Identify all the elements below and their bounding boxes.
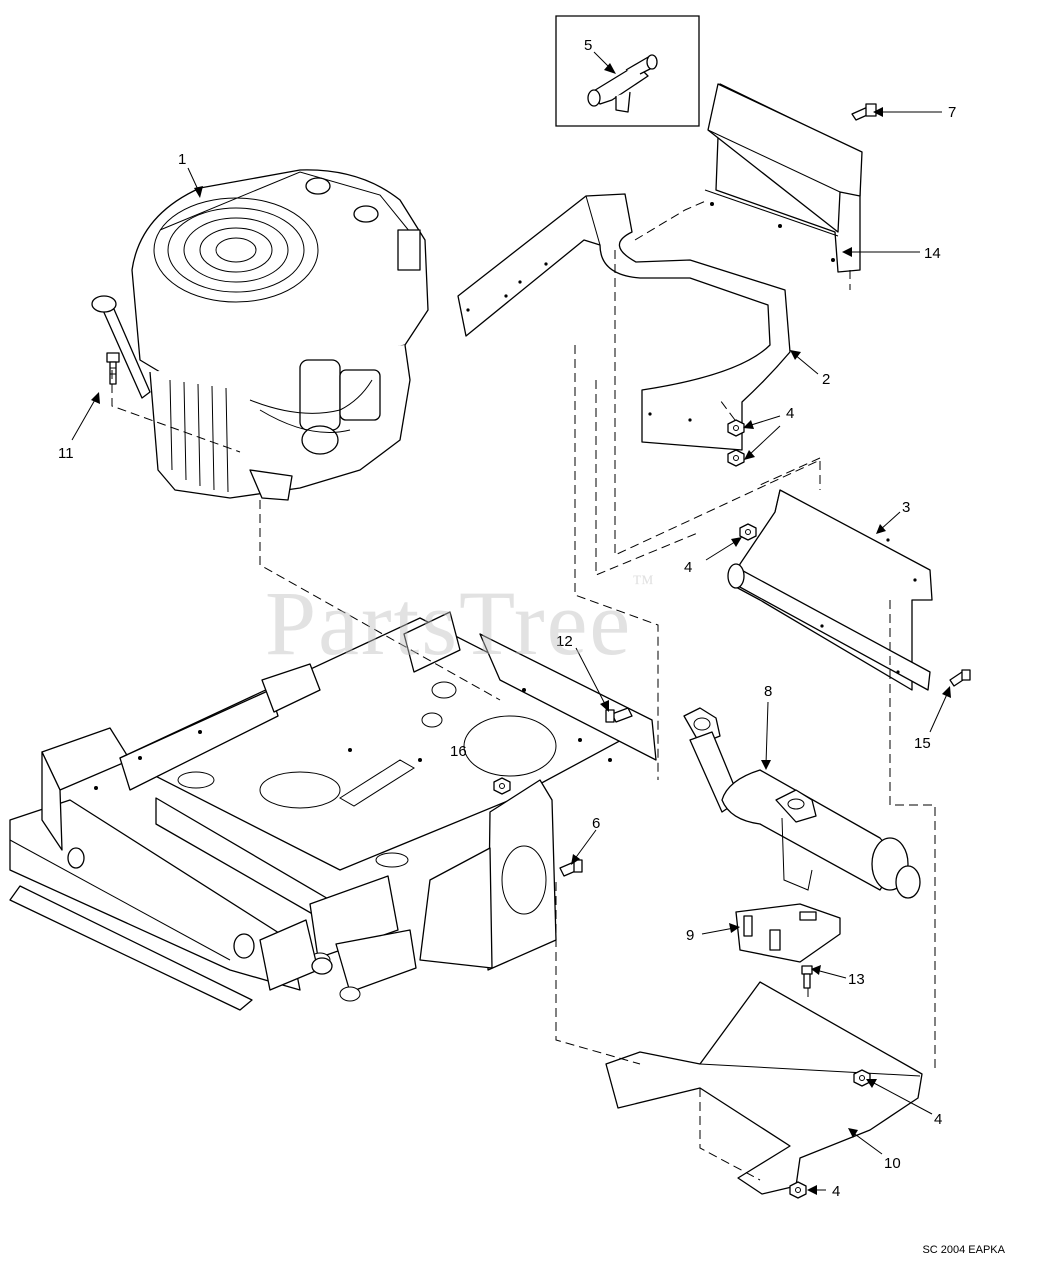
inset-box-part-5 xyxy=(556,16,699,126)
watermark-text: PartsTree xyxy=(265,572,633,674)
callout-3: 3 xyxy=(902,499,910,516)
callout-5: 5 xyxy=(584,37,592,54)
callout-4a: 4 xyxy=(786,405,794,422)
chassis-frame xyxy=(10,612,656,1010)
bolt-part-11 xyxy=(107,353,119,384)
watermark: PartsTree™ xyxy=(265,570,656,676)
callout-4c: 4 xyxy=(934,1111,942,1128)
plate-part-10 xyxy=(606,982,922,1198)
muffler-part-8 xyxy=(684,708,920,898)
engine-part-1 xyxy=(92,170,428,500)
bolt-part-12 xyxy=(606,708,632,722)
callout-labels: 1 2 3 4 4 4 4 5 6 7 8 9 10 11 12 13 14 1… xyxy=(58,37,956,1200)
diagram-code: SC 2004 EAPKA xyxy=(922,1244,1005,1256)
callout-7: 7 xyxy=(948,104,956,121)
callout-15: 15 xyxy=(914,735,931,752)
callout-9: 9 xyxy=(686,927,694,944)
leader-lines xyxy=(72,52,951,1195)
callout-1: 1 xyxy=(178,151,186,168)
bolt-part-7 xyxy=(852,104,876,120)
callout-4d: 4 xyxy=(832,1183,840,1200)
callout-13: 13 xyxy=(848,971,865,988)
callout-12: 12 xyxy=(556,633,573,650)
callout-16: 16 xyxy=(450,743,467,760)
bracket-part-2 xyxy=(458,194,790,450)
bracket-part-9 xyxy=(736,904,840,962)
callout-2: 2 xyxy=(822,371,830,388)
callout-11: 11 xyxy=(58,445,74,462)
bolt-part-13 xyxy=(802,966,812,988)
nut-part-4-pair xyxy=(728,420,756,540)
trademark-mark: ™ xyxy=(632,570,656,595)
callout-14: 14 xyxy=(924,245,941,262)
heat-shield-part-14 xyxy=(705,84,862,272)
nut-part-16 xyxy=(494,778,510,794)
callout-10: 10 xyxy=(884,1155,901,1172)
bolt-part-6 xyxy=(560,860,582,876)
bolt-part-15 xyxy=(950,670,970,686)
callout-8: 8 xyxy=(764,683,772,700)
callout-4b: 4 xyxy=(684,559,692,576)
alignment-lines xyxy=(112,200,935,1180)
callout-6: 6 xyxy=(592,815,600,832)
bracket-part-3 xyxy=(728,490,932,690)
